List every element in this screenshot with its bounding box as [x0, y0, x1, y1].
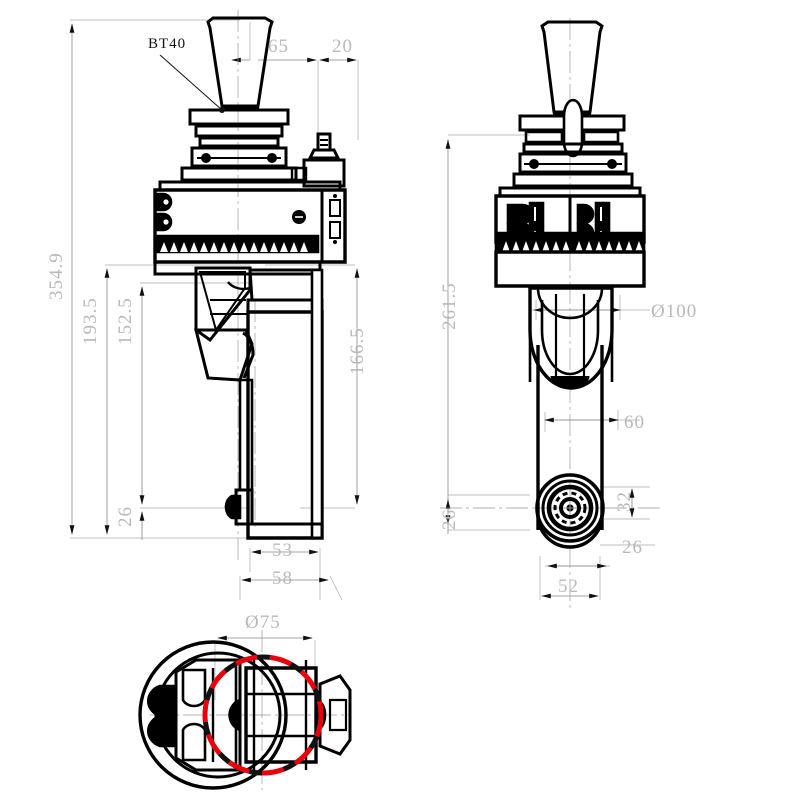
label-26-side: 26: [439, 509, 460, 530]
label-354-9: 354.9: [46, 252, 67, 300]
label-53: 53: [272, 540, 293, 561]
label-65: 65: [268, 36, 289, 57]
label-52: 52: [558, 576, 579, 597]
side-keyway: [562, 98, 584, 158]
label-58: 58: [272, 568, 293, 589]
flange-upper: [188, 108, 290, 126]
label-26-side-lower: 26: [622, 537, 643, 558]
bottom-view: [138, 640, 352, 790]
side-taper-shank: [540, 20, 604, 114]
side-block: [302, 158, 346, 188]
bt40-taper-shank: [206, 16, 274, 108]
serration-teeth: [160, 242, 308, 252]
label-152-5: 152.5: [115, 297, 136, 345]
label-dia100: Ø100: [651, 301, 697, 322]
dimension-labels: BT40 65 20 354.9 193.5 152.5 26 166.5 53…: [46, 36, 697, 633]
angle-head-fork: [528, 286, 614, 390]
vflange-ring: [190, 146, 288, 168]
side-view: [494, 20, 646, 549]
label-32: 32: [614, 491, 635, 512]
dimension-lines: [69, 23, 635, 641]
label-26-front: 26: [115, 506, 136, 527]
highlight-circle-red: [202, 654, 324, 776]
label-dia75: Ø75: [245, 612, 281, 633]
label-bt40: BT40: [148, 36, 186, 52]
label-193-5: 193.5: [80, 297, 101, 345]
highlight-circle-black: [202, 654, 324, 776]
label-20: 20: [332, 36, 353, 57]
label-261-5: 261.5: [439, 282, 460, 330]
front-view: [153, 16, 347, 540]
label-60: 60: [624, 412, 645, 433]
label-166-5: 166.5: [347, 327, 368, 375]
